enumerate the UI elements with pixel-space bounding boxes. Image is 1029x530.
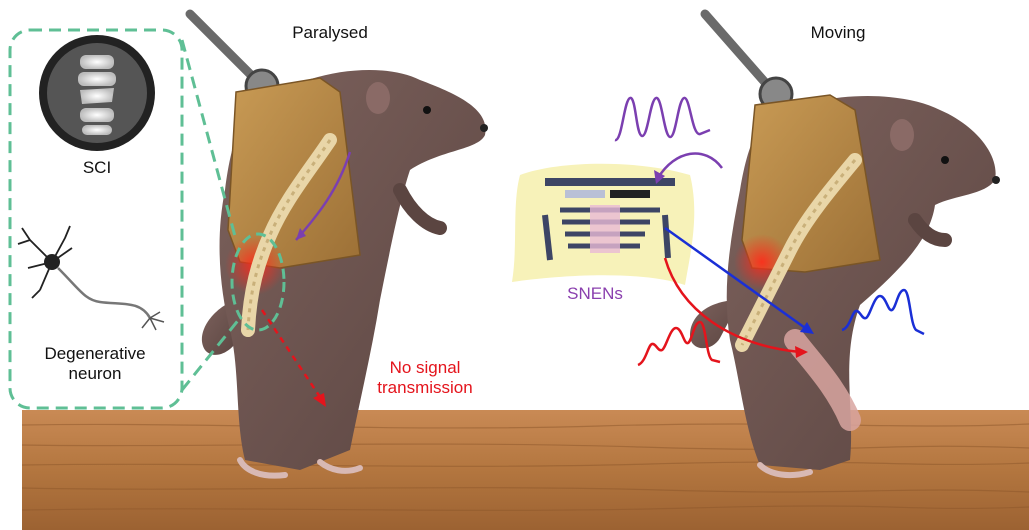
label-degenerative-neuron: Degenerative neuron [44,344,146,384]
spine-illustration [734,153,862,352]
label-paralysed: Paralysed [292,23,368,42]
label-sci: SCI [82,158,112,177]
signal-arrow-red [663,257,801,354]
label-no-signal-transmission: No signal transmission [377,358,473,398]
waveform-purple [613,96,711,142]
harness-box-left [227,77,361,269]
signal-arrow-purple [656,152,724,179]
waveform-red [637,320,721,367]
label-snens: SNENs [567,284,623,303]
waveform-blue [841,288,925,336]
neuron-icon [17,225,165,331]
suspension-rod-right [700,9,794,112]
label-moving: Moving [810,23,866,42]
device-illustration [512,163,695,285]
signal-arrow-blue [664,226,809,332]
spinal-cord-cross-section-icon [39,35,155,151]
wooden-floor [21,410,1029,530]
injury-highlight-circle [230,232,286,332]
no-signal-arrow [260,309,324,401]
